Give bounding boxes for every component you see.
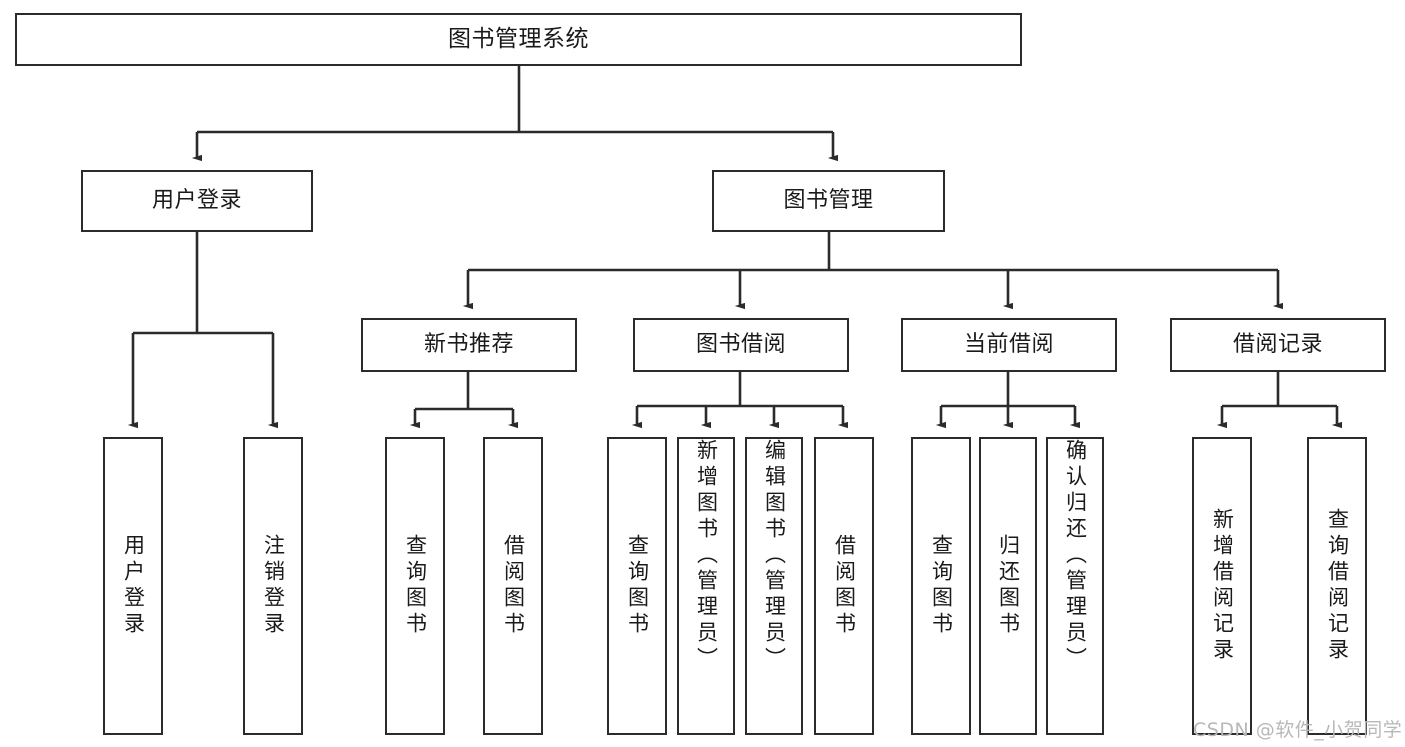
node-borrow-records[interactable]: 借阅记录 (1170, 318, 1386, 372)
node-leaf-edit-book-admin[interactable]: 编辑图书（管理员） (745, 437, 803, 735)
node-leaf-confirm-return-admin-label: 确认归还（管理员） (1063, 439, 1088, 673)
node-book-management[interactable]: 图书管理 (712, 170, 945, 232)
node-leaf-user-login[interactable]: 用户登录 (103, 437, 163, 735)
node-leaf-query-book-3[interactable]: 查询图书 (911, 437, 971, 735)
node-user-login-label: 用户登录 (151, 188, 242, 214)
node-leaf-borrow-book-2-label: 借阅图书 (832, 534, 857, 638)
node-leaf-user-login-label: 用户登录 (121, 534, 146, 638)
node-leaf-add-book-admin[interactable]: 新增图书（管理员） (677, 437, 735, 735)
node-leaf-query-book-2-label: 查询图书 (625, 534, 650, 638)
node-root[interactable]: 图书管理系统 (15, 13, 1022, 66)
node-root-label: 图书管理系统 (448, 25, 589, 52)
node-leaf-query-book-3-label: 查询图书 (929, 534, 954, 638)
node-leaf-add-book-admin-label: 新增图书（管理员） (694, 439, 719, 673)
node-leaf-query-borrow-record[interactable]: 查询借阅记录 (1307, 437, 1367, 735)
node-leaf-borrow-book-2[interactable]: 借阅图书 (814, 437, 874, 735)
node-book-management-label: 图书管理 (783, 188, 874, 214)
node-current-borrow[interactable]: 当前借阅 (901, 318, 1117, 372)
node-leaf-return-book[interactable]: 归还图书 (979, 437, 1037, 735)
node-leaf-query-book-2[interactable]: 查询图书 (607, 437, 667, 735)
node-leaf-return-book-label: 归还图书 (996, 534, 1021, 638)
node-leaf-query-book-1-label: 查询图书 (403, 534, 428, 638)
node-leaf-query-book-1[interactable]: 查询图书 (385, 437, 445, 735)
csdn-watermark: CSDN @软件_小贺同学 (1193, 719, 1403, 741)
node-new-book-recommend[interactable]: 新书推荐 (361, 318, 577, 372)
node-leaf-edit-book-admin-label: 编辑图书（管理员） (762, 439, 787, 673)
node-leaf-logout[interactable]: 注销登录 (243, 437, 303, 735)
node-leaf-add-borrow-record[interactable]: 新增借阅记录 (1192, 437, 1252, 735)
node-current-borrow-label: 当前借阅 (963, 332, 1054, 358)
node-leaf-borrow-book-1-label: 借阅图书 (501, 534, 526, 638)
node-book-borrow-label: 图书借阅 (695, 332, 786, 358)
node-leaf-query-borrow-record-label: 查询借阅记录 (1325, 508, 1350, 664)
node-user-login[interactable]: 用户登录 (81, 170, 313, 232)
node-leaf-logout-label: 注销登录 (261, 534, 286, 638)
node-leaf-borrow-book-1[interactable]: 借阅图书 (483, 437, 543, 735)
node-leaf-confirm-return-admin[interactable]: 确认归还（管理员） (1046, 437, 1104, 735)
node-book-borrow[interactable]: 图书借阅 (633, 318, 849, 372)
node-borrow-records-label: 借阅记录 (1232, 332, 1323, 358)
node-leaf-add-borrow-record-label: 新增借阅记录 (1210, 508, 1235, 664)
node-new-book-recommend-label: 新书推荐 (423, 332, 514, 358)
